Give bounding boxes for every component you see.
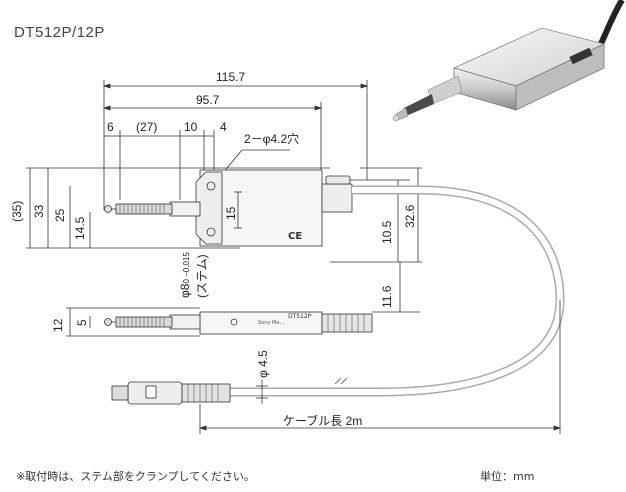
dim-95-7: 95.7 [196, 93, 220, 107]
dim-6: 6 [107, 120, 114, 134]
dim-stem-tolerance: 0 −0.015 [182, 252, 191, 284]
dim-35: (35) [10, 200, 24, 222]
side-strain-relief [321, 313, 373, 333]
dim-stem: φ80 −0.015 [178, 252, 192, 298]
dim-15: 15 [224, 206, 238, 220]
dim-27: (27) [136, 120, 158, 134]
dim-12: 12 [51, 318, 65, 332]
body-model-label: DT512P [288, 313, 312, 320]
dim-hole: 2－φ4.2穴 [244, 132, 300, 146]
product-photo [392, 0, 625, 122]
dim-11-6: 11.6 [380, 285, 394, 308]
dim-cable-length: ケーブル長 2m [283, 414, 363, 428]
dim-115-7: 115.7 [216, 70, 246, 84]
dim-10: 10 [184, 120, 198, 134]
dim-10-5: 10.5 [380, 220, 394, 244]
dim-14-5: 14.5 [73, 216, 87, 240]
ce-mark: CE [288, 231, 303, 242]
dim-stem-main: φ8 [178, 283, 192, 298]
dim-32-6: 32.6 [403, 204, 417, 228]
dim-25: 25 [53, 208, 67, 222]
body-maker-label: Sony Ma... [258, 320, 285, 326]
dim-33: 33 [32, 204, 46, 218]
stem-front [169, 201, 201, 217]
dim-phi-4-5: φ 4.5 [256, 350, 270, 378]
unit-label: 単位：mm [480, 470, 535, 483]
cable-strain-relief [321, 183, 353, 213]
dim-stem-label: (ステム) [195, 254, 209, 298]
dim-4: 4 [220, 120, 227, 134]
dim-5: 5 [75, 319, 89, 326]
mounting-note: ※取付時は、ステム部をクランプしてください。 [16, 470, 255, 483]
page-title: DT512P/12P [14, 24, 105, 41]
